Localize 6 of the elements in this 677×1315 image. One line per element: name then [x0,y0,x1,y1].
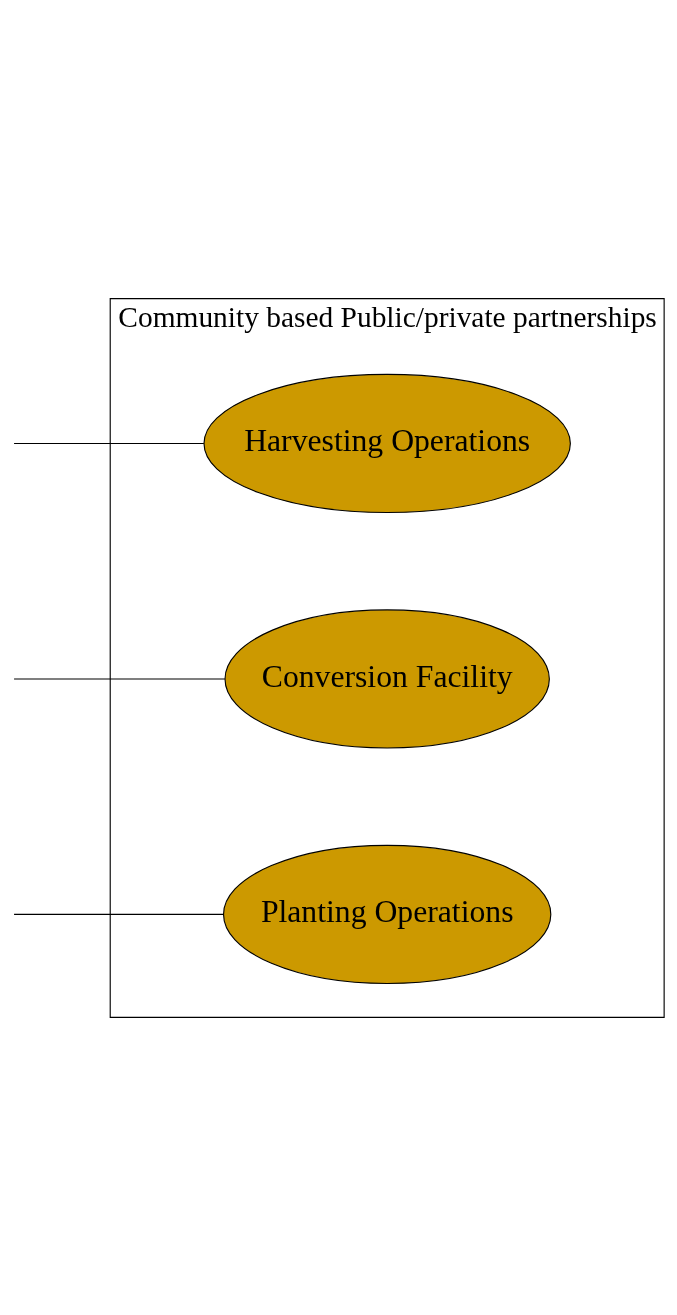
connector [13,442,205,444]
connector [13,677,226,679]
node-ellipse: Planting Operations [222,844,552,984]
connector [13,913,224,915]
node-ellipse: Conversion Facility [224,608,550,749]
node-ellipse: Harvesting Operations [203,373,571,513]
